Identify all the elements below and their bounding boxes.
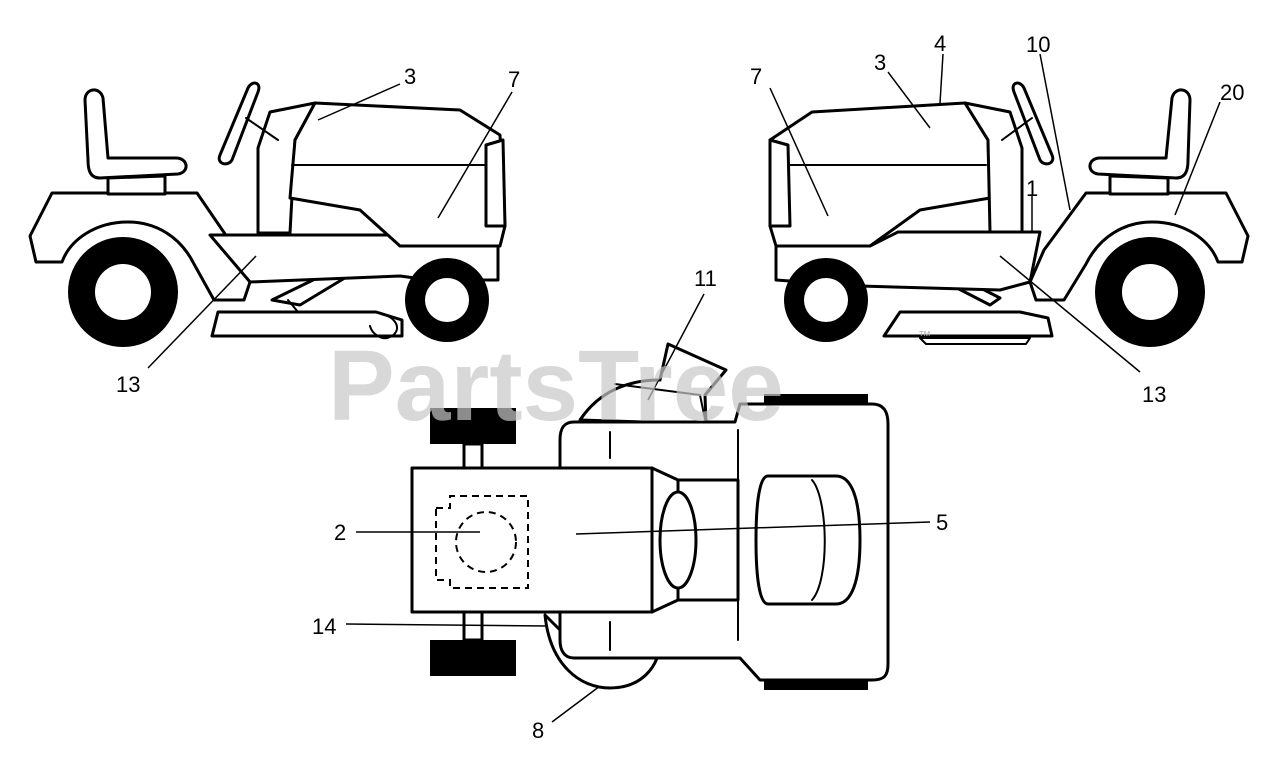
left-hood <box>288 101 507 248</box>
callout-top-8: 8 <box>532 718 544 743</box>
callout-right-1: 1 <box>1026 176 1038 201</box>
top-steering-wheel <box>658 490 698 590</box>
right-mower-deck <box>882 310 1054 338</box>
callout-right-10: 10 <box>1026 32 1050 57</box>
callout-top-2: 2 <box>334 520 346 545</box>
callout-right-7: 7 <box>750 64 762 89</box>
right-seat-base <box>1108 174 1170 196</box>
partstree-watermark: PartsTree ™ <box>328 328 931 442</box>
callout-left-7: 7 <box>508 67 520 92</box>
right-steering-wheel <box>1011 81 1055 166</box>
callout-left-13: 13 <box>116 372 140 397</box>
right-deck-bottom <box>919 337 1031 345</box>
top-engine-outline-dashed <box>435 495 529 589</box>
left-seat-base <box>106 174 167 196</box>
right-seat-back <box>1088 88 1192 180</box>
callout-right-3: 3 <box>874 50 886 75</box>
watermark-text: PartsTree <box>328 330 784 442</box>
callout-top-5: 5 <box>936 510 948 535</box>
top-front-hood <box>754 474 862 606</box>
right-grille <box>768 138 792 228</box>
right-side-view: 3 4 10 7 20 1 13 <box>750 31 1250 407</box>
callout-left-3: 3 <box>404 64 416 89</box>
top-rear-wheel-right <box>430 640 516 676</box>
callout-right-13: 13 <box>1142 382 1166 407</box>
top-view: 11 2 5 14 8 <box>312 266 948 743</box>
callout-right-20: 20 <box>1220 80 1244 105</box>
top-discharge-chute <box>578 342 728 426</box>
left-steering-wheel <box>217 81 261 166</box>
left-seat-back <box>83 88 188 180</box>
left-discharge-chute <box>369 311 398 340</box>
right-hood <box>768 101 992 248</box>
left-side-view: 3 7 13 <box>28 64 520 397</box>
callout-right-4: 4 <box>934 31 946 56</box>
callout-top-11: 11 <box>694 266 717 291</box>
watermark-trademark: ™ <box>918 328 931 343</box>
callout-top-14: 14 <box>312 614 336 639</box>
top-seat-area <box>410 466 654 614</box>
left-grille <box>484 138 507 228</box>
top-rear-wheel-left <box>430 408 516 444</box>
right-rear-fender <box>1028 191 1250 302</box>
left-rear-fender <box>28 191 252 302</box>
